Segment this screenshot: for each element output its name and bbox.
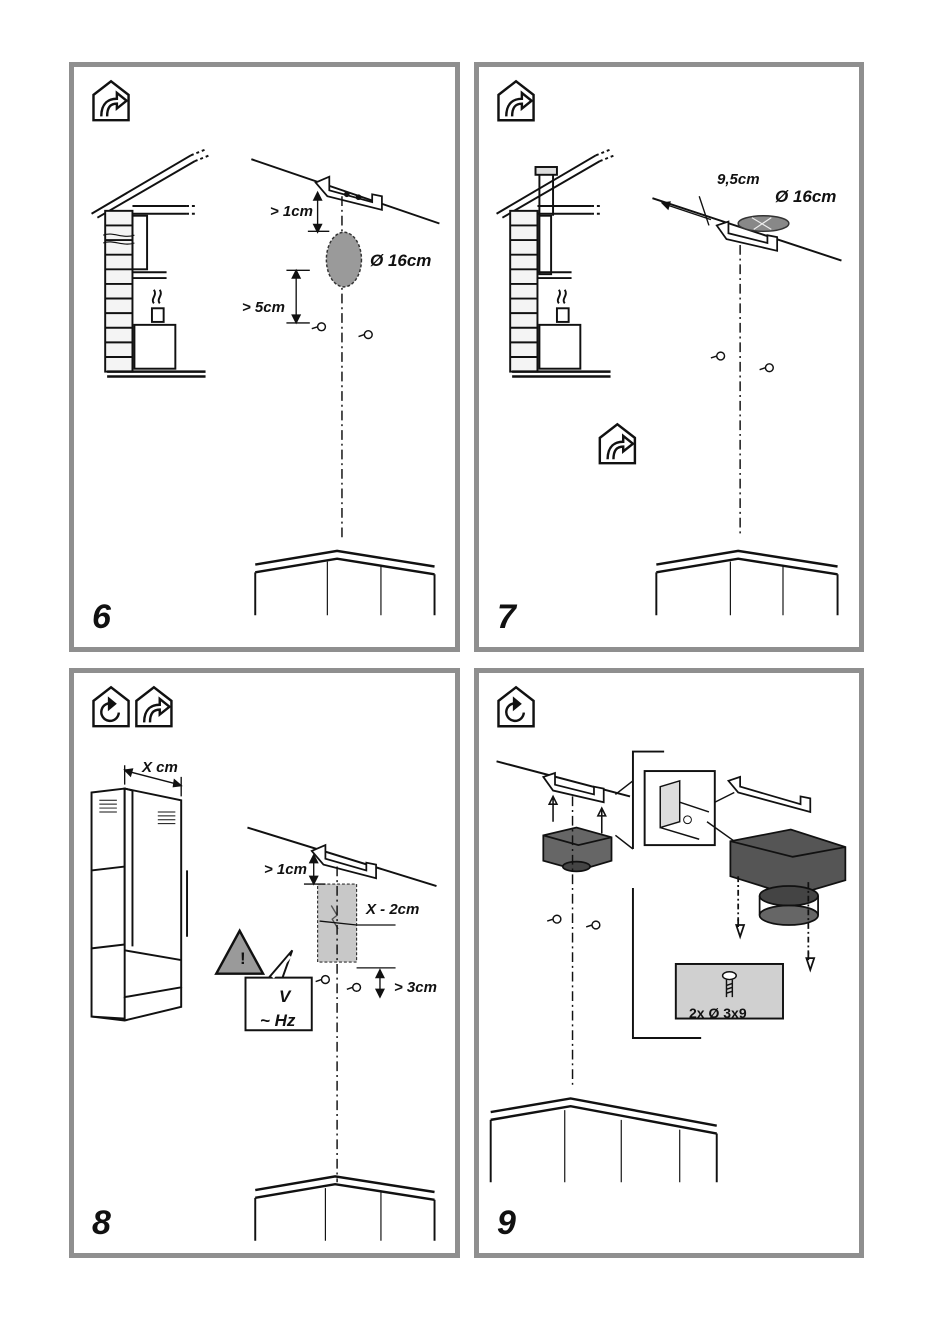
label-top-gap: > 1cm xyxy=(264,861,307,878)
exhaust-house-icon xyxy=(93,81,128,120)
label-socket-width: X - 2cm xyxy=(366,901,419,918)
panel-step-7: 9,5cm Ø 16cm 7 xyxy=(474,62,864,652)
exhaust-house-icon xyxy=(600,424,635,463)
step-8-drawing xyxy=(74,673,455,1253)
hood-top xyxy=(255,1176,434,1240)
kitchen-side-view xyxy=(497,149,615,376)
step-6-drawing xyxy=(74,67,455,647)
step-number: 8 xyxy=(92,1204,111,1243)
step-number: 9 xyxy=(497,1204,516,1243)
exhaust-house-icon xyxy=(136,687,171,726)
zoom-detail xyxy=(645,771,715,845)
label-chimney-width: X cm xyxy=(142,759,178,776)
chimney-covers xyxy=(92,789,187,1021)
adapter-box xyxy=(543,828,611,872)
step-number: 7 xyxy=(497,598,516,637)
label-voltage: V xyxy=(279,987,290,1007)
dim-bracket-offset xyxy=(662,196,711,225)
step-number: 6 xyxy=(92,598,111,637)
label-top-gap: > 1cm xyxy=(270,203,313,220)
adapter-detail xyxy=(728,777,845,970)
dim-screw-gap xyxy=(357,968,396,997)
wall-bracket xyxy=(316,177,382,210)
panel-step-6: > 1cm Ø 16cm > 5cm 6 xyxy=(69,62,460,652)
warning-symbol: ! xyxy=(240,949,246,969)
panel-step-9: 2x Ø 3x9 9 xyxy=(474,668,864,1258)
wall-bracket xyxy=(312,845,376,878)
hood-top xyxy=(491,1098,717,1182)
step-7-drawing xyxy=(479,67,859,647)
label-hole-diameter: Ø 16cm xyxy=(775,187,836,207)
label-screws: 2x Ø 3x9 xyxy=(689,1005,747,1021)
wall-screws xyxy=(547,915,600,929)
step-9-drawing xyxy=(479,673,859,1253)
label-screw-gap: > 3cm xyxy=(394,979,437,996)
recirculation-house-icon xyxy=(93,687,128,726)
label-frequency: ~ Hz xyxy=(260,1011,295,1031)
kitchen-side-view xyxy=(92,149,210,376)
hood-top xyxy=(656,551,837,615)
duct-hole xyxy=(326,232,361,287)
dim-screw-gap xyxy=(286,270,309,323)
label-screw-gap: > 5cm xyxy=(242,299,285,316)
hood-top xyxy=(255,551,434,615)
label-hole-diameter: Ø 16cm xyxy=(370,251,431,271)
wall-screws xyxy=(316,976,361,992)
exhaust-house-icon xyxy=(498,81,533,120)
recirculation-house-icon xyxy=(498,687,533,726)
wall-screws xyxy=(711,352,773,371)
panel-step-8: X cm > 1cm X - 2cm > 3cm ! V ~ Hz 8 xyxy=(69,668,460,1258)
label-bracket-offset: 9,5cm xyxy=(717,171,760,188)
